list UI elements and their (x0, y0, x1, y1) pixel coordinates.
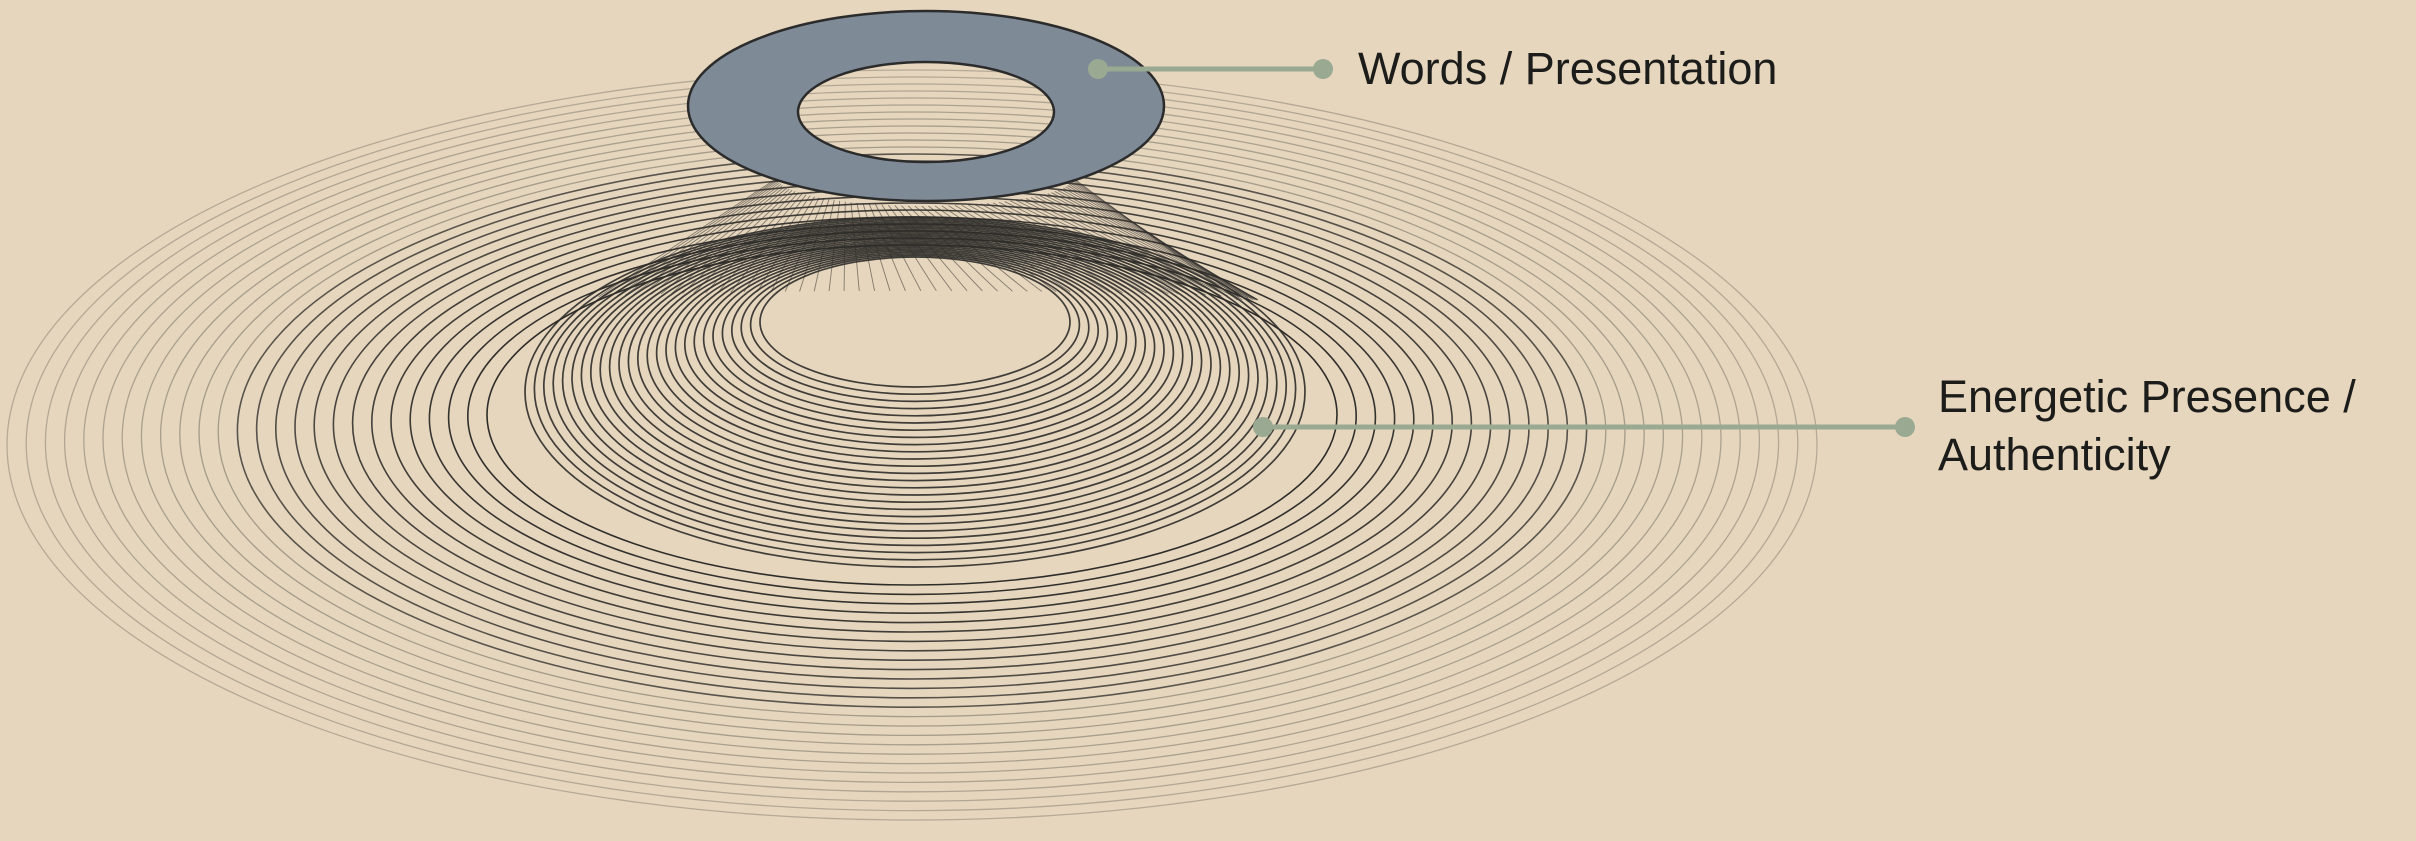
inner-ripple-ring (722, 251, 1107, 416)
inner-ripple-ring (760, 257, 1070, 387)
inner-ripple-ring (619, 233, 1211, 495)
leader-dot (1313, 59, 1333, 79)
inner-ripple-ring (751, 255, 1080, 394)
inner-ripple-ring (741, 254, 1089, 402)
inner-ripple-ring (732, 252, 1098, 408)
inner-ripple-rings (525, 217, 1305, 567)
leader-dot (1088, 59, 1108, 79)
outer-ripple-ring (429, 224, 1394, 613)
inner-ripple-ring (704, 247, 1127, 430)
inner-ripple-ring (685, 244, 1145, 444)
energetic-presence-line1: Energetic Presence / (1938, 368, 2356, 426)
presentation-ring (688, 11, 1164, 201)
words-presentation-text: Words / Presentation (1358, 43, 1777, 94)
inner-ripple-ring (713, 249, 1117, 423)
inner-ripple-ring (581, 227, 1248, 524)
leader-dot (1253, 417, 1273, 437)
energetic-presence-label: Energetic Presence / Authenticity (1938, 368, 2356, 484)
energetic-leader (1253, 417, 1915, 437)
words-presentation-label: Words / Presentation (1358, 40, 1777, 98)
leader-dot (1895, 417, 1915, 437)
presentation-donut (688, 11, 1164, 201)
inner-ripple-ring (563, 223, 1268, 538)
outer-ripple-ring (103, 105, 1721, 773)
energetic-presence-line2: Authenticity (1938, 426, 2356, 484)
